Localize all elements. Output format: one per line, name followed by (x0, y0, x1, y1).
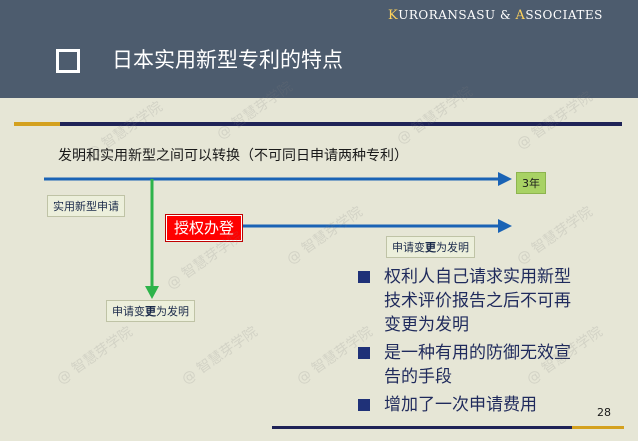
watermark: @ 智慧芽学院 (178, 323, 261, 388)
company-name: KURORANSASU & ASSOCIATES (388, 8, 603, 23)
watermark: @ 智慧芽学院 (283, 203, 366, 268)
bottom-divider-rule (272, 426, 572, 429)
change-to-invention-label: 申请变更为发明 (386, 236, 475, 258)
watermark: @ 智慧芽学院 (513, 203, 596, 268)
change-to-invention-label: 申请变更为发明 (106, 300, 195, 322)
bullet-item: 权利人自己请求实用新型技术评价报告之后不可再变更为发明 (356, 265, 580, 337)
page-title: 日本实用新型专利的特点 (112, 48, 343, 72)
square-icon (56, 49, 80, 73)
watermark: @ 智慧芽学院 (53, 323, 136, 388)
bottom-accent-rule (572, 426, 624, 429)
top-accent-rule (14, 122, 60, 126)
bullet-item: 增加了一次申请费用 (356, 393, 580, 417)
top-divider-rule (60, 122, 622, 126)
grant-registration-badge: 授权办登 (165, 214, 243, 242)
three-year-label: 3年 (516, 172, 546, 194)
invention-timeline-arrowhead (498, 172, 512, 186)
page-number: 28 (597, 406, 611, 419)
subtitle: 发明和实用新型之间可以转换（不可同日申请两种专利） (58, 148, 408, 164)
utility-model-application-label: 实用新型申请 (47, 195, 125, 217)
bullet-item: 是一种有用的防御无效宣告的手段 (356, 341, 580, 389)
bullet-list: 权利人自己请求实用新型技术评价报告之后不可再变更为发明 是一种有用的防御无效宣告… (356, 265, 580, 421)
header-bar: KURORANSASU & ASSOCIATES 日本实用新型专利的特点 (0, 0, 638, 98)
grant-timeline-arrowhead (498, 219, 512, 233)
conversion-arrowhead (145, 286, 159, 299)
